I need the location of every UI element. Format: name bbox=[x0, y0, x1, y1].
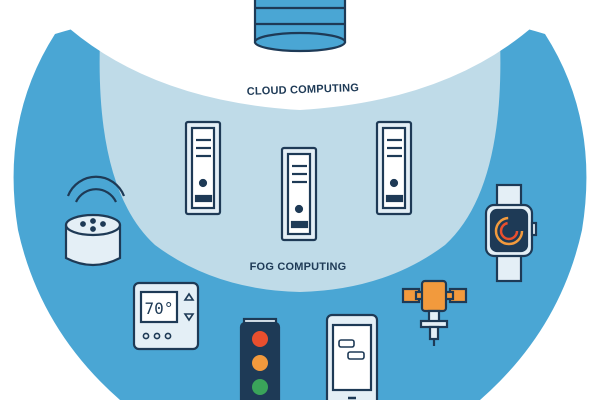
pipe-sensor-icon bbox=[401, 279, 468, 346]
cloud-layer bbox=[40, 0, 560, 110]
server-icon-center bbox=[280, 146, 318, 242]
smart-speaker-icon bbox=[64, 175, 126, 267]
fog-computing-label: FOG COMPUTING bbox=[250, 261, 347, 273]
server-icon-right bbox=[375, 120, 413, 216]
smartwatch-icon bbox=[484, 183, 538, 283]
database-icon bbox=[253, 0, 347, 53]
server-icon-left bbox=[184, 120, 222, 216]
cloud-computing-label: CLOUD COMPUTING bbox=[247, 82, 360, 98]
thermostat-temperature: 70° bbox=[145, 299, 174, 318]
thermostat-icon bbox=[132, 281, 200, 351]
traffic-light-icon bbox=[239, 317, 281, 400]
smartphone-icon bbox=[325, 313, 379, 400]
